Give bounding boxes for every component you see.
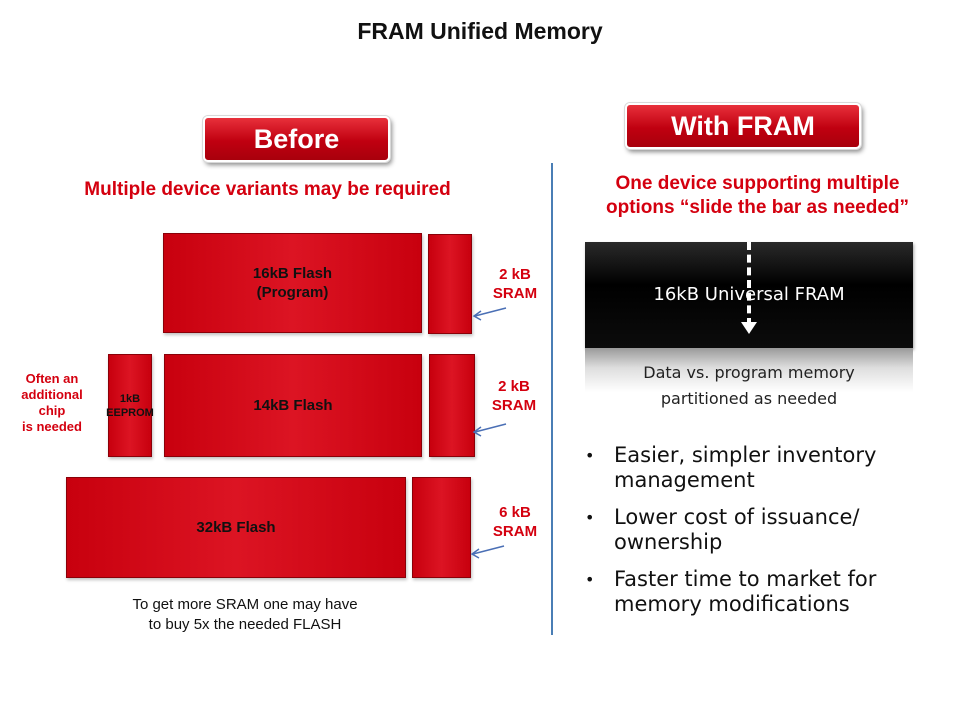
section-divider bbox=[551, 163, 553, 635]
bullet-icon: • bbox=[585, 446, 595, 465]
flash-16kb-block: 16kB Flash (Program) bbox=[163, 233, 422, 333]
sram-label-row3: 6 kB SRAM bbox=[492, 504, 538, 540]
universal-fram-label: 16kB Universal FRAM bbox=[653, 284, 845, 305]
universal-fram-block: 16kB Universal FRAM bbox=[585, 242, 913, 348]
benefit-text: Faster time to market for memory modific… bbox=[614, 567, 877, 616]
sram-block-row3 bbox=[412, 477, 471, 578]
sram-label-row1: 2 kB SRAM bbox=[492, 266, 538, 302]
eeprom-1kb-block: 1kB EEPROM bbox=[106, 354, 154, 457]
sram-block-row2 bbox=[429, 354, 475, 457]
before-subtitle: Multiple device variants may be required bbox=[84, 179, 451, 200]
list-item: • Faster time to market for memory modifi… bbox=[581, 567, 941, 617]
flash-32kb-block: 32kB Flash bbox=[66, 477, 406, 578]
list-item: • Lower cost of issuance/ ownership bbox=[581, 505, 941, 555]
flash-14kb-block: 14kB Flash bbox=[164, 354, 422, 457]
sram-label-row2: 2 kB SRAM bbox=[491, 378, 537, 414]
additional-chip-note: Often an additional chip is needed bbox=[21, 371, 83, 434]
sram-cost-note: To get more SRAM one may have to buy 5x … bbox=[132, 596, 358, 633]
arrow-down-icon bbox=[741, 322, 757, 334]
benefits-list: • Easier, simpler inventory management • L… bbox=[581, 443, 941, 629]
arrow-icon-row1 bbox=[472, 307, 507, 321]
fram-reflection bbox=[585, 348, 913, 392]
arrow-icon-row2 bbox=[472, 423, 507, 437]
bullet-icon: • bbox=[585, 570, 595, 589]
partition-caption: Data vs. program memory partitioned as n… bbox=[643, 363, 855, 408]
sram-block-row1 bbox=[428, 234, 472, 334]
list-item: • Easier, simpler inventory management bbox=[581, 443, 941, 493]
with-fram-label: With FRAM bbox=[625, 103, 861, 149]
slide-title: FRAM Unified Memory bbox=[357, 18, 603, 44]
arrow-icon-row3 bbox=[470, 545, 505, 559]
benefit-text: Easier, simpler inventory management bbox=[614, 443, 877, 492]
before-label: Before bbox=[203, 116, 390, 162]
benefit-text: Lower cost of issuance/ ownership bbox=[614, 505, 860, 554]
partition-bar bbox=[747, 242, 751, 326]
bullet-icon: • bbox=[585, 508, 595, 527]
with-fram-subtitle: One device supporting multiple options “… bbox=[605, 173, 909, 218]
